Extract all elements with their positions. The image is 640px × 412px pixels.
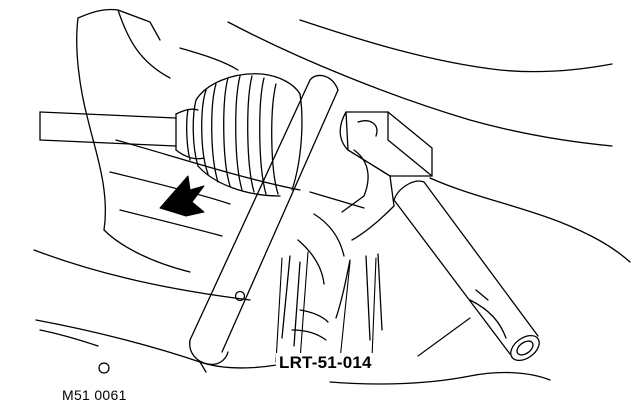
vehicle-body-outline [33,8,631,385]
tool-part-label: LRT-51-014 [276,353,375,373]
separator-tool [281,111,433,347]
driveshaft [39,108,205,160]
cv-joint-gaiter [186,73,303,197]
suspension-arm [98,74,339,374]
callout-leaders [275,251,471,363]
arrow-icon [159,175,205,217]
figure-reference-code: M51 0061 [62,387,127,403]
forcing-screw [393,180,540,362]
